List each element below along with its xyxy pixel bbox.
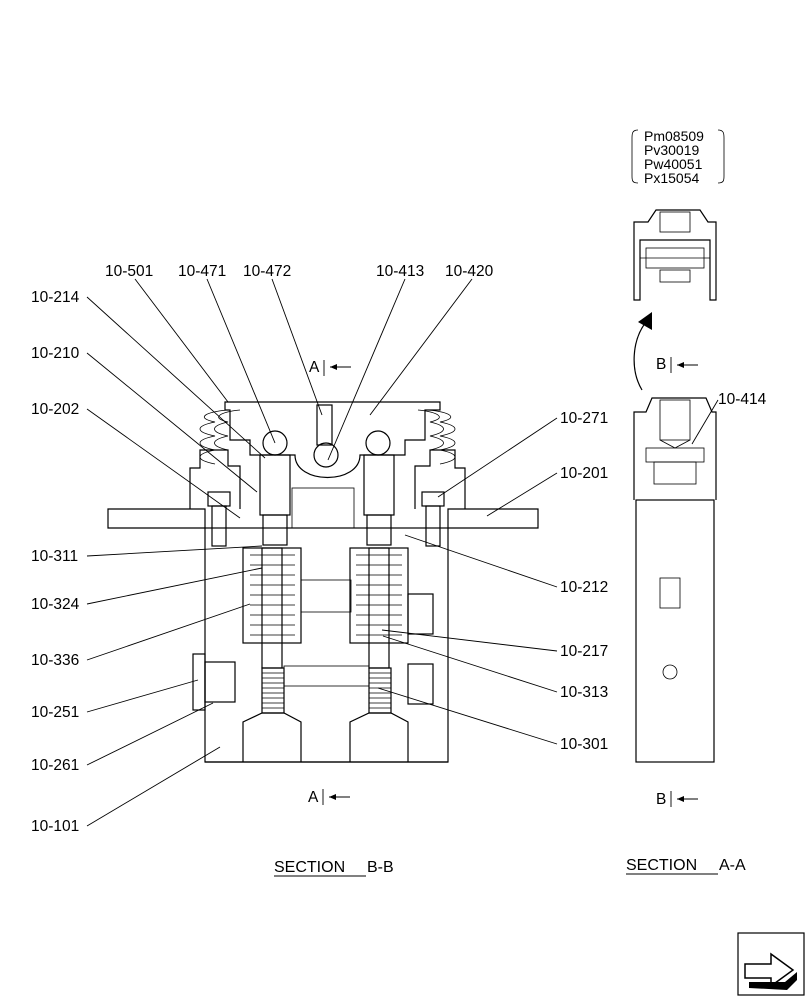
- label-10-217: 10-217: [560, 643, 608, 660]
- label-10-201: 10-201: [560, 465, 608, 482]
- label-10-501: 10-501: [105, 263, 153, 280]
- label-10-261: 10-261: [31, 757, 79, 774]
- section-b-b-title: SECTION B-B: [274, 859, 394, 877]
- label-10-414: 10-414: [718, 391, 767, 408]
- section-b-b-drawing: [107, 401, 539, 763]
- view-transition-arrow: [633, 312, 652, 391]
- section-a-a-drawing: [633, 397, 719, 763]
- label-10-413: 10-413: [376, 263, 424, 280]
- label-10-202: 10-202: [31, 401, 79, 418]
- label-10-210: 10-210: [31, 345, 80, 362]
- label-10-311: 10-311: [31, 548, 78, 565]
- label-10-101: 10-101: [31, 818, 79, 835]
- title-right-word: SECTION: [626, 857, 697, 874]
- label-10-324: 10-324: [31, 596, 80, 613]
- detail-top-view: [633, 209, 717, 301]
- section-marker-a-top: A: [309, 359, 351, 376]
- section-a-a-title: SECTION A-A: [626, 857, 746, 875]
- ref-code-3: Pw40051: [644, 156, 703, 172]
- section-marker-b-top: B: [656, 356, 698, 373]
- marker-a-bottom-label: A: [308, 789, 319, 806]
- title-left-word: SECTION: [274, 859, 345, 876]
- reference-code-box: Pm08509 Pv30019 Pw40051 Px15054: [631, 128, 725, 186]
- label-10-212: 10-212: [560, 579, 608, 596]
- label-10-420: 10-420: [445, 263, 494, 280]
- ref-code-4: Px15054: [644, 170, 699, 186]
- label-10-313: 10-313: [560, 684, 608, 701]
- label-10-301: 10-301: [560, 736, 608, 753]
- label-10-214: 10-214: [31, 289, 80, 306]
- section-marker-b-bottom: B: [656, 791, 698, 808]
- label-10-271: 10-271: [560, 410, 608, 427]
- marker-b-top-label: B: [656, 356, 666, 373]
- label-10-472: 10-472: [243, 263, 291, 280]
- ref-code-2: Pv30019: [644, 142, 699, 158]
- label-10-251: 10-251: [31, 704, 79, 721]
- ref-code-1: Pm08509: [644, 128, 704, 144]
- marker-b-bottom-label: B: [656, 791, 666, 808]
- section-marker-a-bottom: A: [308, 789, 350, 806]
- leader-lines-left: [86, 278, 558, 827]
- label-10-336: 10-336: [31, 652, 79, 669]
- part-labels-left: 10-501 10-471 10-472 10-413 10-420 10-21…: [31, 263, 608, 835]
- label-10-471: 10-471: [178, 263, 226, 280]
- marker-a-top-label: A: [309, 359, 320, 376]
- title-right-suffix: A-A: [719, 857, 746, 874]
- next-page-arrow-icon[interactable]: [737, 932, 805, 996]
- title-left-suffix: B-B: [367, 859, 394, 876]
